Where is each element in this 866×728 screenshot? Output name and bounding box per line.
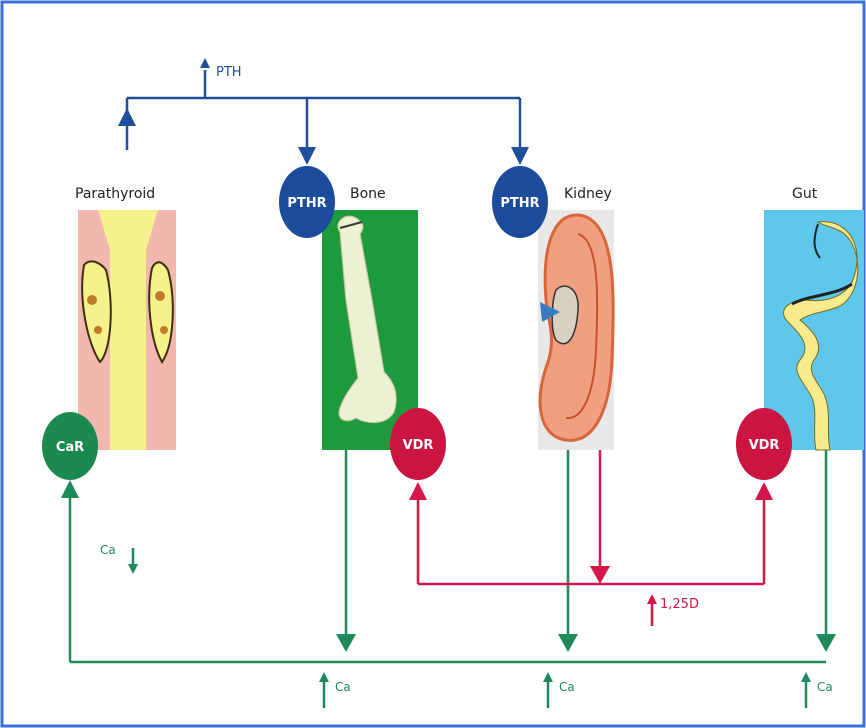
pth-pathway: [127, 70, 520, 155]
ca-arrow-down-bone: [336, 634, 356, 652]
receptor-car-label: CaR: [56, 440, 84, 455]
ca-arrow-up-car: [61, 480, 79, 498]
receptor-pthr-kidney: PTHR: [492, 166, 548, 238]
receptor-vdr-gut-label: VDR: [749, 438, 780, 453]
ca-arrow-down-gut: [816, 634, 836, 652]
vitamin-d-pathway: [418, 450, 764, 626]
vitd-arrow-up-bone-vdr: [409, 482, 427, 500]
organ-label-gut: Gut: [792, 186, 818, 202]
receptor-pthr-kidney-label: PTHR: [500, 196, 539, 211]
parathyroid-image: [78, 210, 176, 450]
ca-increase-arrow-gut-icon: [801, 672, 811, 682]
ca-low-label: Ca: [100, 543, 116, 557]
ca-gut-label: Ca: [817, 680, 833, 694]
receptor-pthr-bone: PTHR: [279, 166, 335, 238]
pth-increase-arrow-icon: [200, 58, 210, 68]
pth-arrow-up-parathyroid: [118, 108, 136, 126]
ca-arrow-down-kidney: [558, 634, 578, 652]
organ-label-bone: Bone: [350, 186, 386, 202]
organ-label-parathyroid: Parathyroid: [75, 186, 155, 202]
pth-arrow-down-bone: [298, 147, 316, 165]
pth-arrow-down-kidney: [511, 147, 529, 165]
ca-bone-label: Ca: [335, 680, 351, 694]
organ-label-kidney: Kidney: [564, 186, 612, 202]
ca-decrease-arrow-icon: [128, 564, 138, 574]
vitd-arrow-down-kidney: [590, 566, 610, 584]
receptor-vdr-bone-label: VDR: [403, 438, 434, 453]
ca-kidney-label: Ca: [559, 680, 575, 694]
vitd-label: 1,25D: [660, 597, 699, 612]
receptor-vdr-bone: VDR: [390, 408, 446, 480]
ca-increase-arrow-kidney-icon: [543, 672, 553, 682]
ca-increase-arrow-bone-icon: [319, 672, 329, 682]
kidney-image: [538, 210, 614, 450]
ca-pathway: [70, 450, 826, 708]
vitd-increase-arrow-icon: [647, 594, 657, 604]
receptor-vdr-gut: VDR: [736, 408, 792, 480]
receptor-pthr-bone-label: PTHR: [287, 196, 326, 211]
receptor-car: CaR: [42, 412, 98, 480]
vitd-arrow-up-gut-vdr: [755, 482, 773, 500]
pth-label: PTH: [216, 65, 242, 80]
